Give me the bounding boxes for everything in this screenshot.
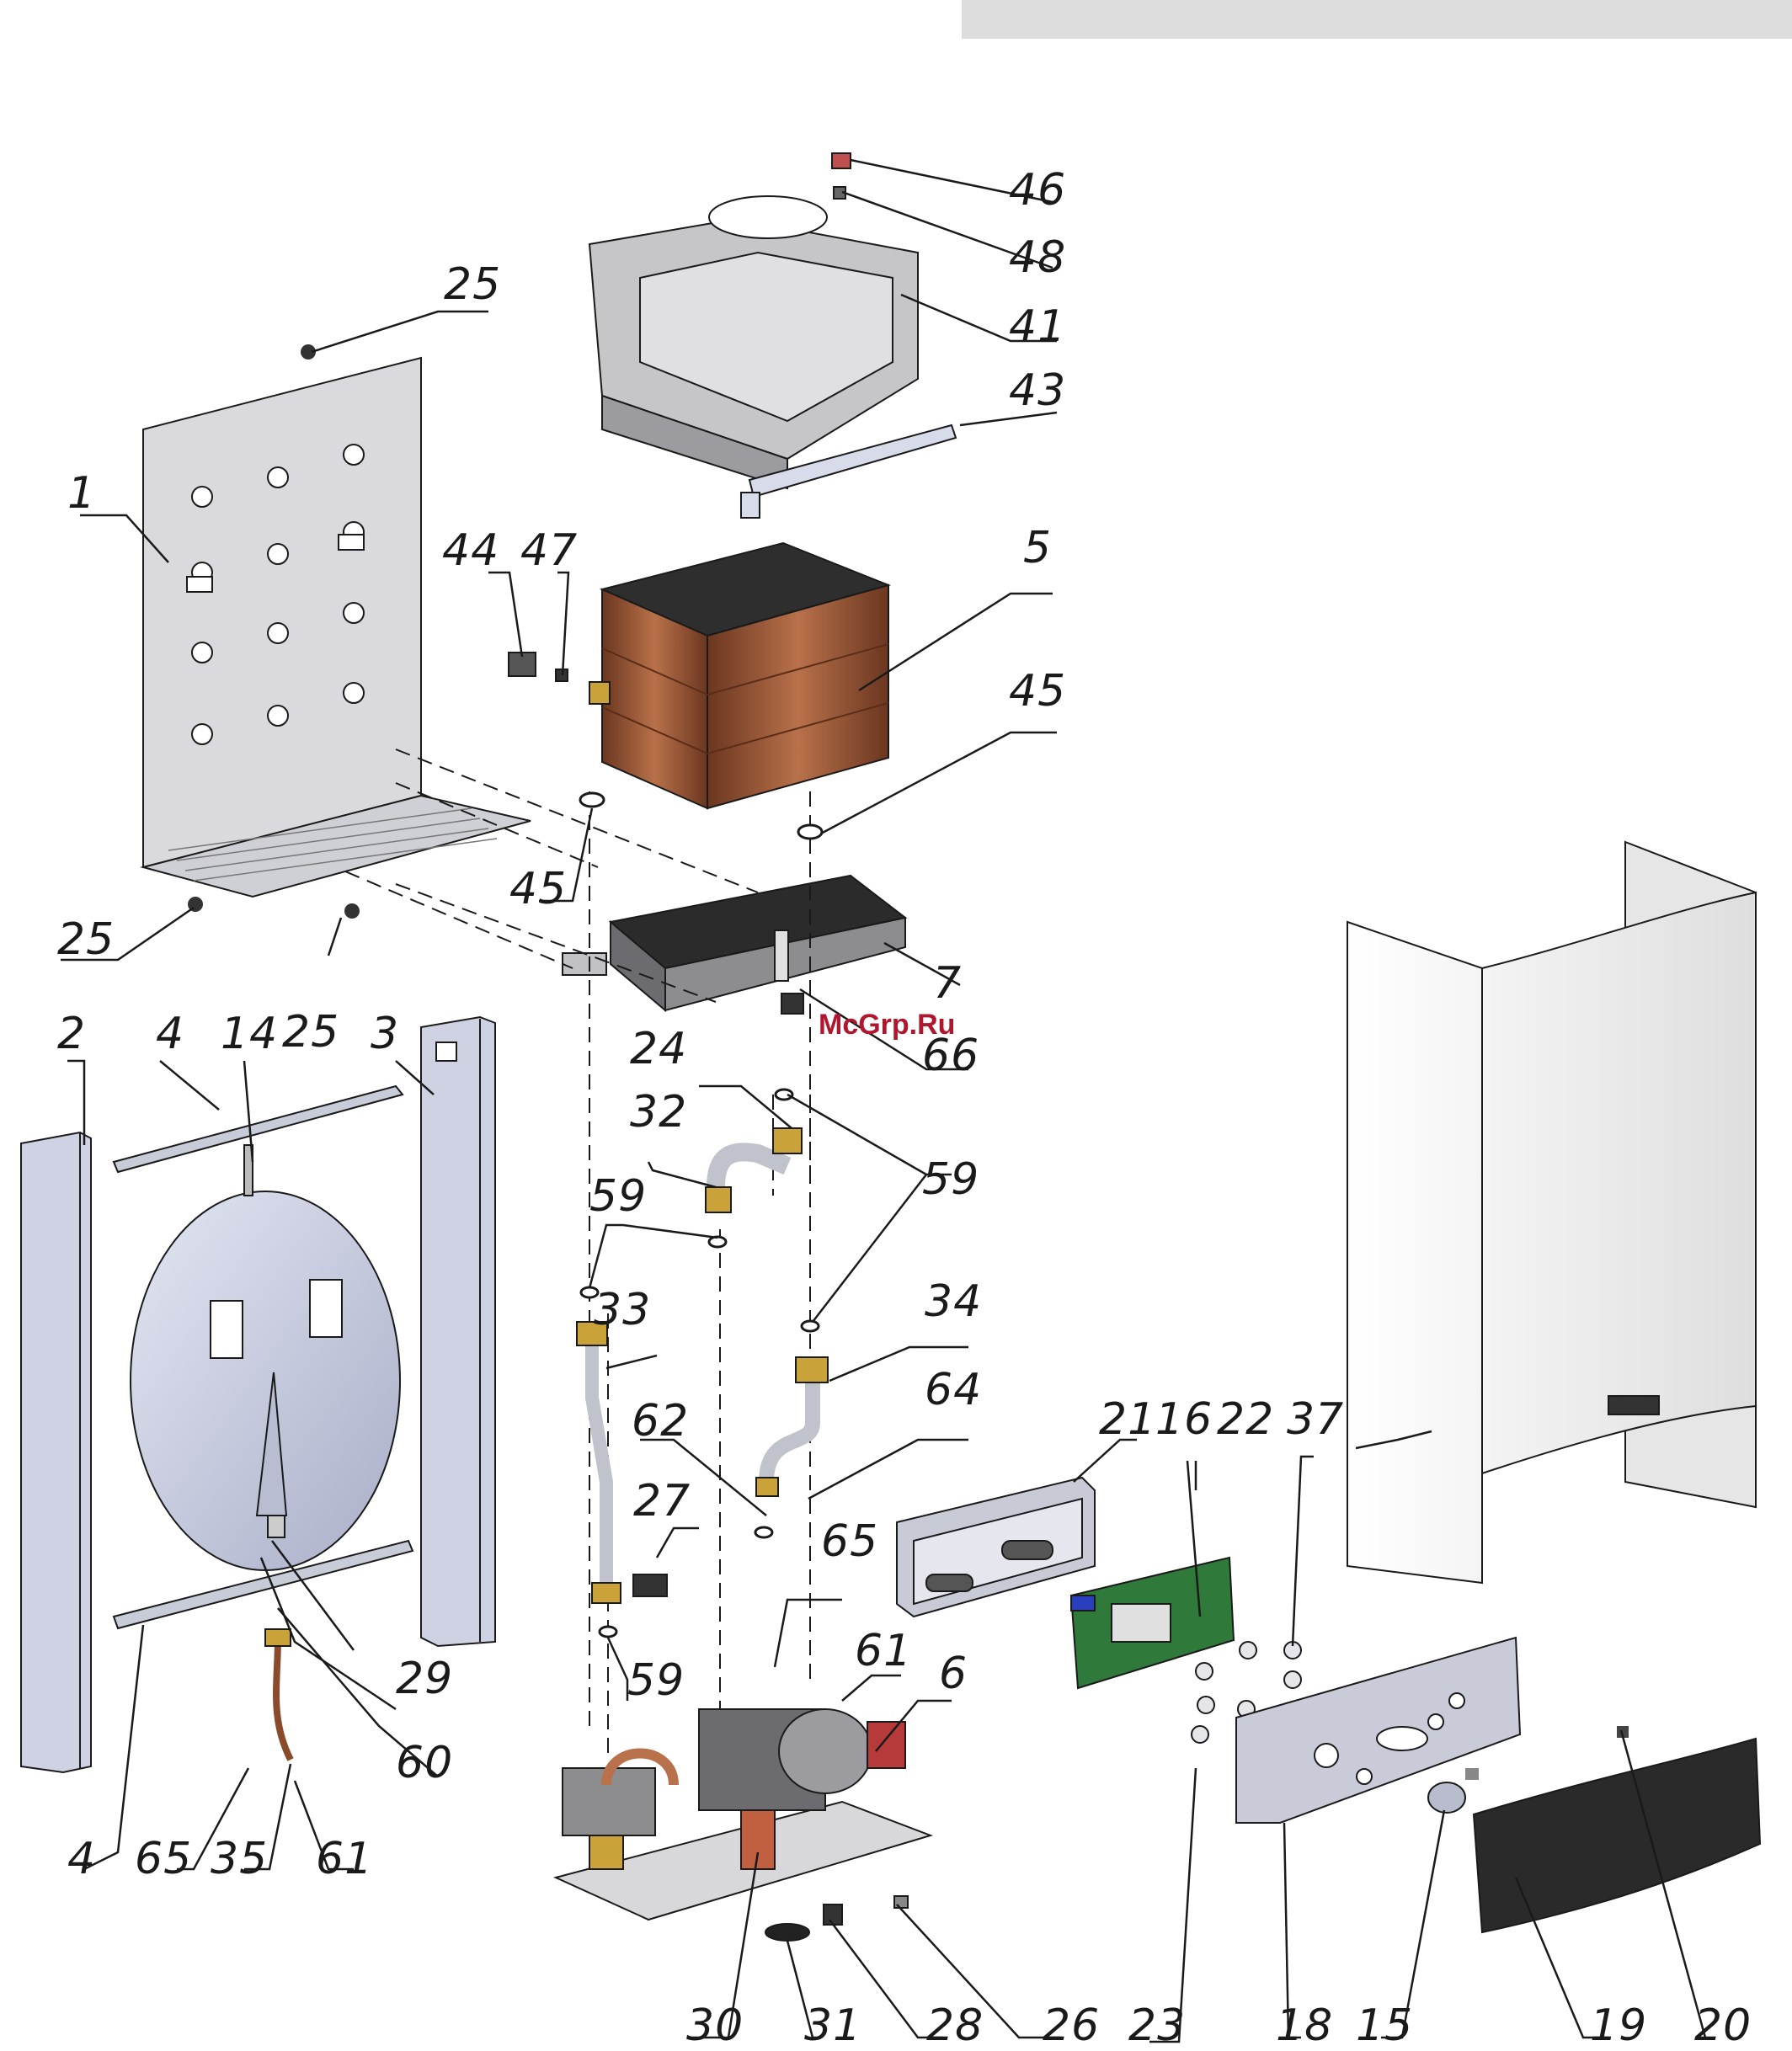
screw-20 (1617, 1726, 1629, 1738)
sensor-46 (831, 152, 851, 200)
callout-31: 31 (804, 2000, 862, 2051)
watermark: McGrp.Ru (819, 1009, 956, 1041)
grommet-right (344, 903, 360, 919)
bracket-top (112, 1084, 404, 1174)
callout-37: 37 (1287, 1394, 1345, 1445)
bracket-bottom (112, 1539, 414, 1630)
callout-21: 21 (1099, 1394, 1157, 1445)
callout-23: 23 (1128, 2000, 1187, 2051)
expansion-tank (130, 1144, 401, 1571)
callout-59-right: 59 (922, 1154, 980, 1205)
grommet-top (301, 344, 316, 360)
callout-46: 46 (1009, 165, 1067, 216)
brand-badge (1608, 1395, 1660, 1415)
callout-65-right: 65 (821, 1516, 879, 1567)
callout-41: 41 (1009, 301, 1067, 352)
callout-24: 24 (630, 1024, 688, 1074)
temperature-knob (1427, 1782, 1466, 1814)
callout-60: 60 (396, 1738, 454, 1788)
callout-33: 33 (594, 1285, 652, 1335)
callout-26: 26 (1043, 2000, 1101, 2051)
callout-64: 64 (925, 1365, 983, 1415)
side-rail-left (20, 1131, 92, 1774)
callout-5: 5 (1023, 523, 1053, 573)
callout-7: 7 (933, 958, 963, 1009)
callout-35: 35 (211, 1834, 269, 1884)
callout-43: 43 (1009, 365, 1067, 416)
callout-45-left: 45 (509, 864, 568, 914)
callout-29: 29 (396, 1654, 454, 1704)
callout-2: 2 (57, 1009, 87, 1059)
callout-22: 22 (1217, 1394, 1275, 1445)
sensor-27 (632, 1574, 668, 1597)
callout-61-left: 61 (316, 1834, 374, 1884)
burner (562, 874, 908, 1015)
callout-25-top: 25 (444, 259, 502, 310)
callout-45-right: 45 (1009, 666, 1067, 717)
callout-25-mid: 25 (282, 1007, 340, 1057)
leader-lines (61, 158, 1707, 2043)
side-rail-right (420, 1015, 496, 1648)
callout-4-bottom: 4 (67, 1834, 97, 1884)
callout-15: 15 (1356, 2000, 1414, 2051)
callout-20: 20 (1694, 2000, 1752, 2051)
knob-caps (1191, 1641, 1302, 1744)
smoke-hood (588, 195, 957, 519)
callout-27: 27 (633, 1476, 691, 1526)
callout-66: 66 (922, 1031, 980, 1081)
screw-23 (1465, 1768, 1479, 1780)
callout-47: 47 (520, 525, 579, 576)
sensor-44-47 (508, 652, 568, 682)
front-cover (1472, 1737, 1762, 1934)
front-casing (1347, 840, 1757, 1585)
pipe-32 (705, 1127, 803, 1213)
callout-25-left: 25 (57, 914, 115, 965)
callout-16: 16 (1155, 1394, 1213, 1445)
callout-34: 34 (925, 1276, 983, 1327)
heat-exchanger (589, 541, 892, 810)
callout-48: 48 (1009, 232, 1067, 283)
callout-19: 19 (1590, 2000, 1648, 2051)
callout-4-top: 4 (156, 1009, 185, 1059)
control-panel (1235, 1636, 1522, 1824)
control-box (896, 1476, 1096, 1618)
callout-30: 30 (686, 2000, 744, 2051)
callout-59-mid: 59 (589, 1171, 648, 1222)
callout-3: 3 (371, 1009, 400, 1059)
pipe-33 (576, 1321, 621, 1604)
pipe-34 (755, 1356, 829, 1497)
header-bar (962, 0, 1792, 39)
callout-61-right: 61 (855, 1626, 913, 1676)
callout-1: 1 (67, 468, 97, 519)
callout-44: 44 (442, 525, 500, 576)
callout-32: 32 (630, 1087, 688, 1137)
callout-18: 18 (1276, 2000, 1334, 2051)
callout-65-left: 65 (135, 1834, 193, 1884)
callout-28: 28 (926, 2000, 984, 2051)
tank-pipe-35 (264, 1628, 294, 1761)
callout-6: 6 (939, 1649, 968, 1699)
callout-59-bottom: 59 (627, 1655, 685, 1706)
callout-14: 14 (221, 1009, 279, 1059)
hydraulic-group (553, 1708, 934, 1942)
callout-62: 62 (632, 1396, 690, 1446)
back-panel (140, 356, 531, 898)
pcb (1069, 1556, 1235, 1690)
